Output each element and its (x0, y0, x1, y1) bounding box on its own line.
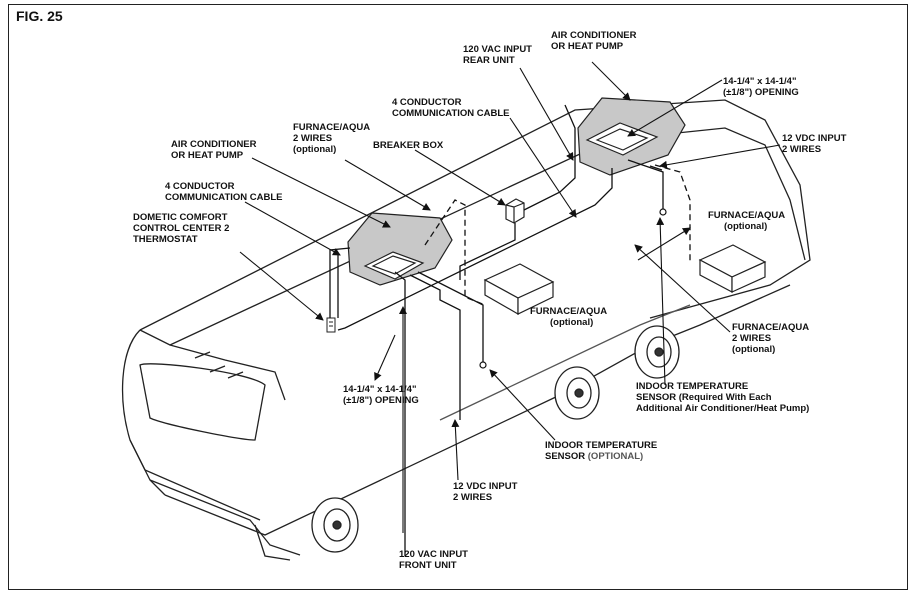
furnace-front-wire (424, 199, 486, 306)
figure-frame (8, 4, 908, 590)
furnace-mid-box (483, 263, 555, 316)
label-opening-front: 14-1/4" x 14-1/4"(±1/8") OPENING (343, 384, 419, 406)
label-furnace-rear: FURNACE/AQUA(optional) (708, 210, 786, 232)
wiring (329, 104, 664, 556)
rv-windshield (139, 363, 266, 441)
label-opening-rear: 14-1/4" x 14-1/4"(±1/8") OPENING (723, 76, 799, 98)
communication-cable (337, 168, 613, 331)
label-breaker-box: BREAKER BOX (373, 140, 444, 151)
sensor-front-wire (417, 271, 484, 362)
wheel-rear-2 (634, 325, 680, 379)
label-sensor-optional: INDOOR TEMPERATURE SENSOR (OPTIONAL) (545, 440, 658, 462)
breaker-rear-feed (523, 104, 576, 211)
leaders (239, 61, 781, 533)
wheel-front (311, 497, 359, 553)
thermostat (326, 317, 336, 333)
vdc-front-wire (409, 274, 461, 420)
breaker-front-feed (459, 223, 516, 280)
rv-marker-lights (194, 351, 244, 379)
wheel-rear-1 (554, 366, 600, 420)
label-furnace-mid: FURNACE/AQUA(optional) (530, 306, 608, 328)
ac-unit-rear (577, 97, 686, 176)
sensor-rear (659, 208, 667, 216)
rv-front-cap (122, 329, 166, 496)
optional-wiring (424, 164, 691, 306)
thermostat-cable (329, 247, 351, 318)
breaker-box (505, 198, 525, 224)
sensor-front (479, 361, 487, 369)
ac-unit-front (347, 212, 453, 286)
vac-front-wire (394, 271, 406, 556)
figure-label: FIG. 25 (16, 8, 63, 24)
furnace-rear-box (698, 244, 767, 293)
sensor-rear-wire (627, 159, 664, 210)
